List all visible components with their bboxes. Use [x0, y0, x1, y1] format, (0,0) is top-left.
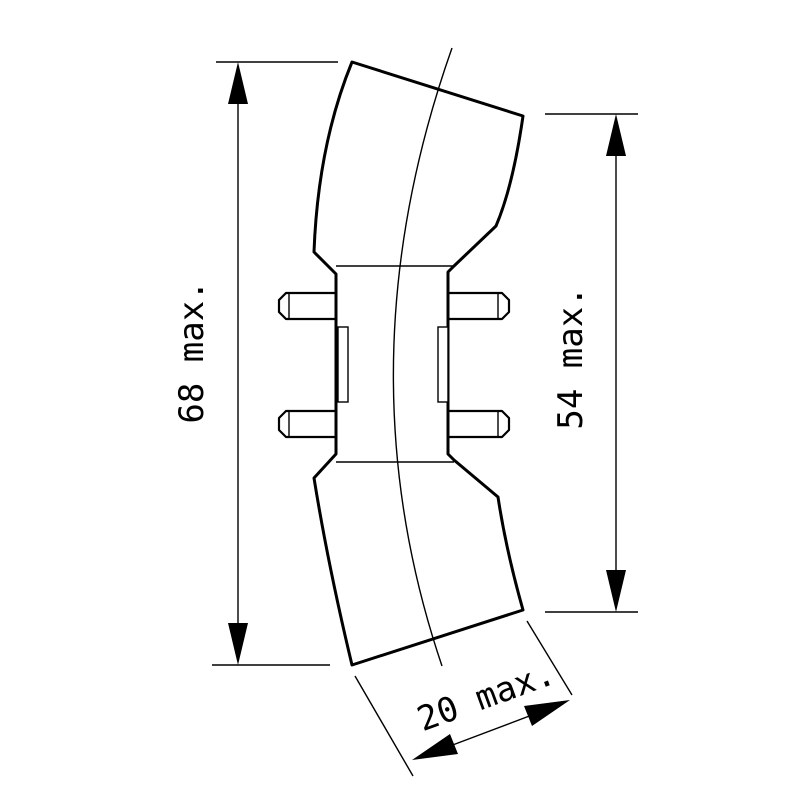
- pin-top-left: [277, 291, 340, 321]
- arrowhead-top: [228, 62, 248, 104]
- dimension-overall-height: 68 max.: [172, 61, 338, 666]
- arrowhead-top: [606, 114, 626, 156]
- left-slot: [337, 326, 349, 403]
- width-label: 20 max.: [412, 653, 560, 740]
- center-axis: [392, 47, 453, 667]
- arrowhead-left: [412, 734, 458, 760]
- inner-height-label: 54 max.: [551, 286, 591, 429]
- dimension-inner-height: 54 max.: [545, 113, 638, 613]
- pin-bottom-right: [446, 409, 511, 439]
- arrowhead-right: [524, 700, 570, 726]
- connector-body: [277, 47, 525, 667]
- pin-bottom-left: [277, 409, 340, 439]
- arrowhead-bottom: [606, 570, 626, 612]
- arrowhead-bottom: [228, 623, 248, 665]
- right-slot: [437, 326, 449, 403]
- overall-height-label: 68 max.: [172, 280, 212, 423]
- connector-outline: [312, 60, 525, 667]
- pin-top-right: [446, 291, 511, 321]
